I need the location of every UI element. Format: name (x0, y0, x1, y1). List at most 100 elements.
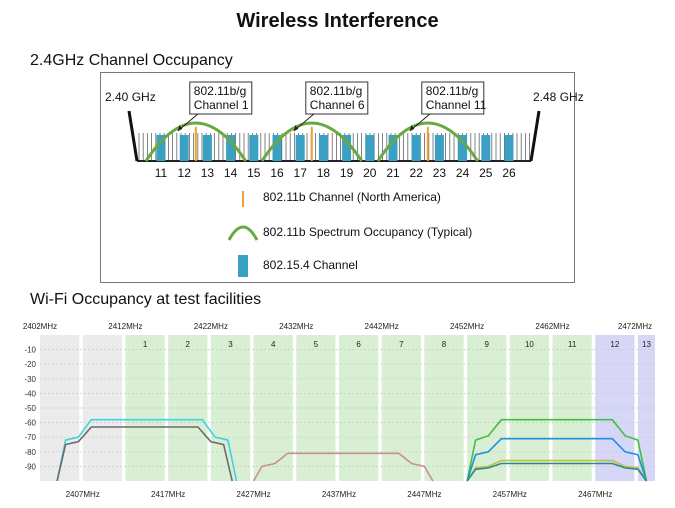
bottom-frequency-label: 2407MHz (66, 490, 100, 499)
y-tick-label: -60 (24, 419, 36, 428)
zigbee-channel-label: 14 (224, 166, 238, 180)
zigbee-channel-label: 13 (201, 166, 215, 180)
legend-zigbee-bar-symbol (238, 255, 248, 277)
wifi-callout-line2: Channel 11 (426, 98, 487, 112)
y-tick-label: -10 (24, 346, 36, 355)
page-title: Wireless Interference (236, 10, 439, 32)
wifi-channel-number: 7 (399, 340, 404, 349)
zigbee-channel-label: 21 (386, 166, 400, 180)
wifi-signal-trace (466, 437, 648, 482)
bottom-frequency-label: 2457MHz (493, 490, 527, 499)
zigbee-channel-label: 25 (479, 166, 493, 180)
zigbee-channel-bar (481, 135, 491, 161)
wifi-signal-trace (466, 418, 648, 482)
wifi-signal-trace (466, 459, 648, 482)
top-frequency-label: 2402MHz (23, 322, 57, 331)
wifi-callout-arrowhead (293, 125, 299, 131)
bottom-frequency-label: 2427MHz (236, 490, 270, 499)
top-frequency-label: 2422MHz (194, 322, 228, 331)
wifi-callout-arrowhead (409, 125, 415, 131)
zigbee-channel-bar (272, 135, 282, 161)
wifi-signal-trace (56, 426, 233, 482)
legend-label: 802.11b Spectrum Occupancy (Typical) (263, 225, 472, 239)
wifi-channel-number: 6 (356, 340, 361, 349)
band-end-label: 2.48 GHz (533, 90, 584, 104)
zigbee-channel-label: 17 (294, 166, 308, 180)
zigbee-channel-label: 22 (410, 166, 424, 180)
y-tick-label: -20 (24, 360, 36, 369)
wifi-callout-line1: 802.11b/g (310, 84, 363, 98)
y-tick-label: -90 (24, 462, 36, 471)
zigbee-channel-label: 24 (456, 166, 470, 180)
zigbee-channel-label: 16 (270, 166, 284, 180)
wifi-channel-number: 13 (642, 340, 651, 349)
top-frequency-label: 2452MHz (450, 322, 484, 331)
zigbee-channel-label: 26 (502, 166, 516, 180)
zigbee-channel-label: 15 (247, 166, 261, 180)
section-heading-wifi-occupancy: Wi-Fi Occupancy at test facilities (30, 291, 262, 308)
y-tick-label: -50 (24, 404, 36, 413)
zigbee-channel-label: 20 (363, 166, 377, 180)
top-frequency-label: 2472MHz (618, 322, 652, 331)
zigbee-channel-bar (388, 135, 398, 161)
wifi-spectrum-arc (376, 121, 479, 162)
zigbee-channel-label: 11 (155, 166, 168, 180)
wifi-channel-band (637, 335, 655, 481)
zigbee-channel-bar (411, 135, 421, 161)
wifi-channel-number: 11 (568, 340, 577, 349)
top-frequency-label: 2462MHz (535, 322, 569, 331)
zigbee-channel-bar (156, 135, 166, 161)
zigbee-channel-bar (226, 135, 236, 161)
bottom-frequency-label: 2467MHz (578, 490, 612, 499)
wifi-callout-line2: Channel 1 (194, 98, 249, 112)
wifi-channel-number: 1 (143, 340, 148, 349)
wifi-signal-trace (56, 418, 238, 482)
y-tick-label: -80 (24, 448, 36, 457)
wifi-callout-box (305, 81, 369, 115)
top-frequency-label: 2442MHz (365, 322, 399, 331)
wifi-signal-trace (466, 462, 648, 482)
wifi-channel-number: 9 (485, 340, 490, 349)
bottom-frequency-label: 2417MHz (151, 490, 185, 499)
wifi-callout-box (421, 81, 485, 115)
legend-label: 802.11b Channel (North America) (263, 190, 441, 204)
wifi-channel-number: 10 (525, 340, 534, 349)
zigbee-channel-label: 18 (317, 166, 331, 180)
wifi-channel-number: 8 (442, 340, 447, 349)
zigbee-channel-label: 19 (340, 166, 354, 180)
zigbee-channel-label: 23 (433, 166, 447, 180)
section-heading-channel-occupancy: 2.4GHz Channel Occupancy (30, 52, 233, 69)
legend-label: 802.15.4 Channel (263, 258, 358, 272)
wifi-spectrum-arc (260, 121, 363, 162)
zigbee-channel-bar (342, 135, 352, 161)
zigbee-channel-bar (458, 135, 468, 161)
legend-spectrum-arc-symbol (227, 225, 259, 241)
zigbee-channel-bar (504, 135, 514, 161)
band-start-label: 2.40 GHz (105, 90, 156, 104)
zigbee-channel-bar (249, 135, 259, 161)
wifi-spectrum-arc (144, 121, 247, 162)
wifi-channel-number: 5 (314, 340, 319, 349)
y-tick-label: -70 (24, 433, 36, 442)
wifi-callout-box (189, 81, 253, 115)
zigbee-channel-bar (295, 135, 305, 161)
zigbee-channel-bar (318, 135, 328, 161)
bottom-frequency-label: 2447MHz (407, 490, 441, 499)
zigbee-channel-bar (179, 135, 189, 161)
wifi-channel-number: 2 (186, 340, 191, 349)
y-tick-label: -40 (24, 389, 36, 398)
wifi-channel-number: 12 (610, 340, 619, 349)
wifi-channel-number: 4 (271, 340, 276, 349)
wifi-callout-line1: 802.11b/g (426, 84, 479, 98)
wifi-callout-line2: Channel 6 (310, 98, 365, 112)
top-frequency-label: 2432MHz (279, 322, 313, 331)
wifi-callout-arrowhead (177, 125, 183, 131)
zigbee-channel-bar (202, 135, 212, 161)
zigbee-channel-bar (365, 135, 375, 161)
wifi-channel-number: 3 (228, 340, 233, 349)
y-tick-label: -30 (24, 375, 36, 384)
